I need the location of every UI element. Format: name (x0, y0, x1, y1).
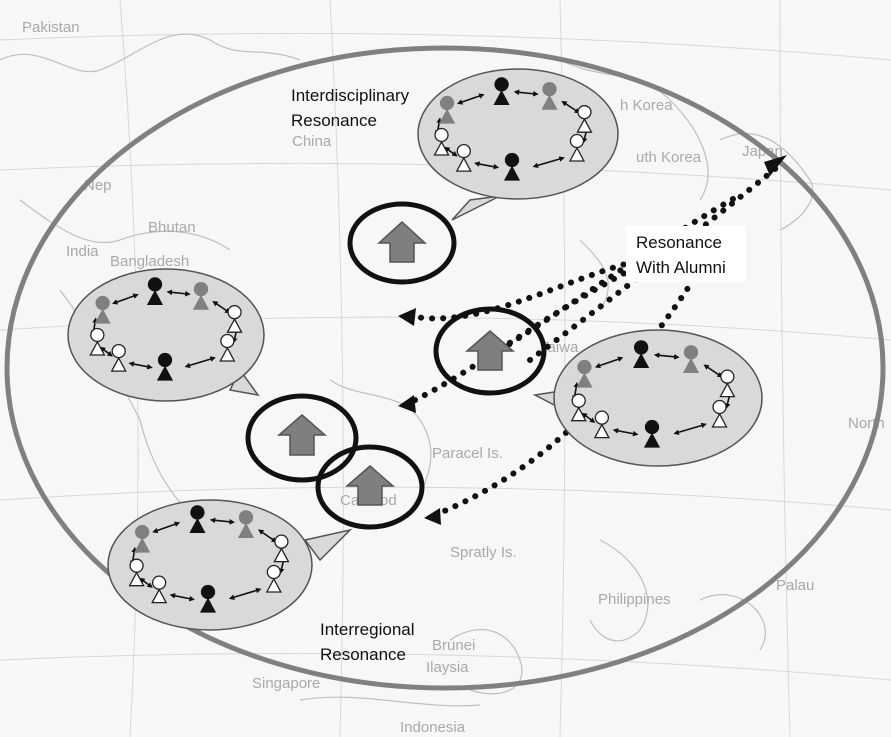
arrowhead-left-3 (424, 508, 441, 525)
arrowhead-left-2 (398, 395, 416, 413)
house-west (245, 393, 359, 483)
alumni-arrowheads (398, 155, 787, 525)
label-alumni-line1: Resonance (636, 233, 722, 252)
label-alumni-line2: With Alumni (636, 258, 726, 277)
house-arrow-icon (377, 220, 427, 263)
connection-arrow (169, 593, 195, 602)
map-label-paracel: Paracel Is. (432, 445, 503, 462)
connection-arrow (612, 428, 639, 437)
map-label-indonesia: Indonesia (400, 719, 466, 736)
map-label-singapore: Singapore (252, 675, 320, 692)
connection-arrow (152, 521, 181, 534)
people-ring-interdisciplinary (433, 77, 593, 181)
map-label-china: China (292, 133, 332, 150)
house-interdisciplinary (347, 201, 457, 285)
map-label-brunei: Brunei (432, 637, 475, 654)
connection-arrow (474, 161, 500, 170)
map-label-malaysia: Ilaysia (426, 659, 469, 676)
connection-arrow (111, 293, 139, 305)
people-layer (89, 77, 735, 613)
connection-arrow (581, 412, 596, 423)
arrowhead-japan (764, 155, 787, 176)
connection-arrow (561, 100, 581, 114)
house-south (315, 444, 425, 530)
map-label-taiwan: Taiwa (540, 339, 579, 356)
connection-arrow (166, 289, 191, 297)
house-arrow-icon (344, 465, 396, 506)
connection-arrow (444, 146, 458, 157)
map-label-palau: Palau (776, 577, 814, 594)
connection-arrow (673, 422, 707, 435)
region-ellipse (4, 45, 886, 691)
house-arrow-icon (276, 414, 328, 456)
alumni-arrow-japan-2 (497, 192, 743, 353)
alumni-arrow-1 (407, 257, 643, 322)
label-interdisciplinary-line2: Resonance (291, 111, 377, 130)
map-label-india: India (66, 243, 99, 260)
map-label-pakistan: Pakistan (22, 19, 80, 36)
label-alumni-bg (626, 226, 746, 282)
connection-arrow (532, 156, 565, 169)
connection-arrow (184, 356, 216, 369)
map-label-south-korea: uth Korea (636, 149, 702, 166)
label-alumni: Resonance With Alumni (626, 226, 746, 282)
connection-arrow (228, 587, 262, 600)
connection-arrow (513, 89, 539, 97)
connection-arrow (212, 300, 231, 314)
arrowhead-left-1 (398, 308, 416, 326)
label-interdisciplinary: Interdisciplinary Resonance (291, 86, 410, 130)
label-interregional-line1: Interregional (320, 620, 415, 639)
label-interdisciplinary-line1: Interdisciplinary (291, 86, 410, 105)
connection-arrow (99, 346, 113, 357)
connection-arrow (456, 93, 485, 105)
connection-arrow (209, 517, 236, 525)
house-center (433, 306, 547, 396)
map-label-bhutan: Bhutan (148, 219, 196, 236)
house-arrow-icon (464, 330, 516, 371)
label-interregional-line2: Resonance (320, 645, 406, 664)
map-label-spratly: Spratly Is. (450, 544, 517, 561)
connection-arrow (653, 352, 680, 360)
label-interregional: Interregional Resonance (320, 620, 415, 664)
people-ring-east (571, 340, 735, 448)
connection-arrow (139, 577, 153, 588)
people-ring-west (89, 277, 243, 381)
map-label-philippines: Philippines (598, 591, 671, 608)
map-label-bangladesh: Bangladesh (110, 253, 189, 270)
connection-arrow (594, 356, 624, 369)
connection-arrow (128, 361, 153, 370)
map-label-north-korea: h Korea (620, 97, 673, 114)
connection-arrow (258, 529, 278, 543)
connection-arrow (703, 364, 723, 378)
people-ring-south (128, 505, 290, 613)
